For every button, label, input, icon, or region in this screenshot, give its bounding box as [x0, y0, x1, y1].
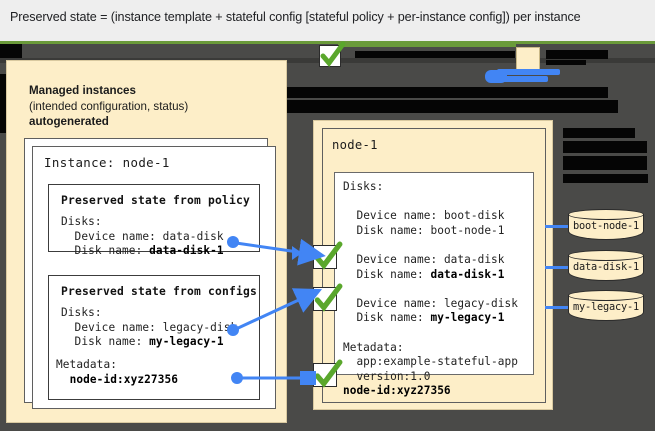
managed-instances-subtitle: (intended configuration, status) — [29, 99, 189, 113]
cream-chip — [516, 47, 540, 71]
redacted-bar-top-right2 — [546, 60, 586, 65]
configs-disk-name: my-legacy-1 — [149, 335, 224, 348]
check-mark-icon — [314, 359, 343, 388]
policy-box-body: Disks: Device name: data-disk Disk name:… — [61, 215, 224, 257]
check-badge-data-disk — [313, 241, 343, 270]
redacted-bar-top-left — [0, 44, 22, 58]
redacted-list-bar-3 — [563, 156, 647, 170]
check-mark-icon — [314, 283, 343, 312]
node-entry-1-disk-value: data-disk-1 — [430, 267, 505, 281]
disk-cylinder-data: data-disk-1 — [568, 250, 646, 284]
preserved-state-configs-box: Preserved state from configs Disks: Devi… — [48, 275, 260, 400]
cylinder-connector-data — [545, 266, 569, 269]
node-metadata-label: Metadata: — [343, 340, 404, 354]
check-badge-top — [319, 41, 346, 68]
redacted-paragraph-2 — [18, 87, 608, 98]
redacted-list-bar-5 — [628, 174, 648, 183]
node-metadata-app: app:example-stateful-app — [343, 355, 518, 369]
cylinder-top — [568, 250, 644, 261]
node-disks-box — [334, 172, 534, 375]
configs-box-body: Disks: Device name: legacy-disk Disk nam… — [61, 306, 238, 348]
node-title: node-1 — [332, 138, 378, 152]
configs-box-title: Preserved state from configs — [61, 285, 258, 298]
cylinder-connector-legacy — [545, 306, 569, 309]
node-entry-0-device: Device name: boot-disk — [356, 209, 505, 223]
preserved-state-policy-box: Preserved state from policy Disks: Devic… — [48, 184, 260, 257]
node-entry-0-disk: Disk name: boot-node-1 — [356, 223, 505, 237]
disk-label-legacy: my-legacy-1 — [573, 301, 639, 313]
managed-instances-emphasis: autogenerated — [29, 115, 109, 128]
policy-box-title: Preserved state from policy — [61, 194, 251, 207]
node-disks-text: Disks: Device name: boot-disk Disk name:… — [343, 180, 518, 398]
redacted-list-bar-1 — [563, 128, 635, 138]
disk-label-boot: boot-node-1 — [573, 220, 639, 232]
instance-label: Instance: node-1 — [44, 155, 170, 170]
node-entry-2-device: Device name: legacy-disk — [356, 296, 518, 310]
node-entry-1-device: Device name: data-disk — [356, 252, 505, 266]
check-mark-icon — [314, 241, 343, 270]
green-divider-rule — [0, 41, 655, 44]
cylinder-connector-boot — [545, 225, 569, 228]
managed-instances-title: Managed instances — [29, 84, 136, 97]
managed-instances-header: Managed instances (intended configuratio… — [29, 83, 269, 130]
cylinder-top — [568, 209, 644, 220]
policy-disk-name: data-disk-1 — [149, 244, 224, 257]
redacted-list-bar-2 — [563, 141, 647, 153]
green-partial-bar — [338, 42, 516, 47]
redacted-bar-top-right — [546, 50, 608, 59]
caption-text: Preserved state = (instance template + s… — [10, 10, 581, 24]
node-disks-label: Disks: — [343, 180, 384, 193]
disk-cylinder-boot: boot-node-1 — [568, 209, 646, 243]
blue-blob-bar1 — [497, 69, 560, 75]
node-entry-2-disk-value: my-legacy-1 — [430, 311, 505, 325]
check-badge-legacy-disk — [313, 283, 343, 312]
left-metadata-entry: node-id:xyz27356 — [69, 372, 179, 386]
blue-blob-bar2 — [492, 76, 548, 82]
node-metadata-node-id: node-id:xyz27356 — [343, 384, 451, 398]
caption-bar: Preserved state = (instance template + s… — [0, 0, 655, 41]
disk-cylinder-legacy: my-legacy-1 — [568, 290, 646, 324]
check-badge-metadata — [313, 359, 343, 388]
node-metadata-version: version:1.0 — [343, 369, 431, 383]
redacted-bar-top-mid — [355, 51, 515, 58]
left-metadata-block: Metadata: node-id:xyz27356 — [56, 358, 178, 387]
left-metadata-label: Metadata: — [56, 358, 118, 371]
redacted-list-bar-4 — [563, 174, 629, 183]
disk-label-data: data-disk-1 — [573, 261, 639, 273]
check-mark-icon — [320, 41, 346, 68]
cylinder-top — [568, 290, 644, 301]
